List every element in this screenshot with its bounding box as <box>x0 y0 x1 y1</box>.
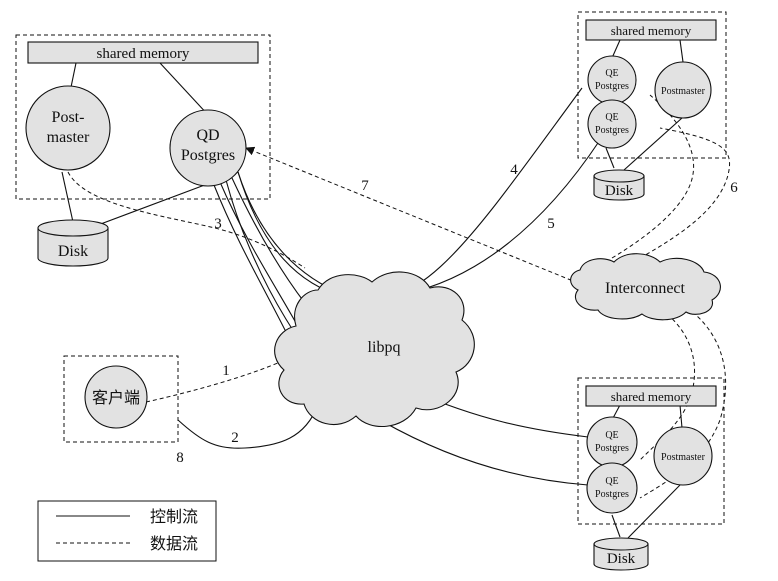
master-disk-label: Disk <box>58 243 88 260</box>
line-client-libpq <box>177 404 319 449</box>
master-section: shared memory Post- master QD Postgres D… <box>15 34 271 267</box>
segment-top-qe1-line2: Postgres <box>595 81 629 92</box>
line-qd-sharedmem <box>159 62 211 118</box>
segment-top-shared-memory-label: shared memory <box>611 23 692 38</box>
segment-bottom-qe1-node <box>586 416 638 468</box>
segment-top-qe2-node <box>587 99 637 149</box>
segment-bottom-boundary <box>577 377 725 525</box>
client-section: 客户端 <box>63 355 179 443</box>
master-shared-memory-bar <box>27 41 259 64</box>
step-label-6: 6 <box>730 180 738 196</box>
master-shared-memory-label: shared memory <box>97 46 190 62</box>
line-top-postmaster-disk <box>623 117 683 171</box>
segment-bottom-qe2-node <box>586 462 638 514</box>
segment-top-qe2-line2: Postgres <box>595 125 629 136</box>
libpq-cloud: libpq <box>274 271 475 428</box>
segment-top-shared-memory-bar <box>585 19 717 41</box>
line-qd-libpq-1 <box>219 181 301 331</box>
step-label-8: 8 <box>176 450 184 466</box>
client-node <box>84 365 148 429</box>
master-boundary <box>15 34 271 200</box>
segment-bottom-shared-memory-label: shared memory <box>611 389 692 404</box>
segment-top-qe1-line1: QE <box>605 68 618 79</box>
master-postmaster-label-line2: master <box>47 129 90 146</box>
segment-top-qe1-node <box>587 55 637 105</box>
segment-bottom: shared memory QE Postgres QE Postgres Po… <box>577 377 725 571</box>
segment-top-disk: Disk <box>593 169 645 201</box>
qd-label-line2: Postgres <box>181 147 235 164</box>
segment-bottom-postmaster-node <box>653 426 713 486</box>
qd-postgres-node <box>169 109 247 187</box>
line-postmaster-disk <box>61 171 74 223</box>
segment-bottom-disk: Disk <box>593 537 649 571</box>
line-interconnect-qd <box>245 146 579 284</box>
segment-top-postmaster-node <box>654 61 712 119</box>
segment-bottom-shared-memory-bar <box>585 385 717 407</box>
line-bottom-qe-disk <box>611 514 621 538</box>
line-top-qe-sharedmem <box>611 39 621 59</box>
master-disk: Disk <box>37 219 109 267</box>
legend-box <box>37 500 217 562</box>
legend-data-flow-label: 数据流 <box>150 535 198 553</box>
step-label-1: 1 <box>222 363 230 379</box>
line-qd-disk <box>89 182 211 229</box>
qd-label-line1: QD <box>196 127 219 144</box>
segment-bottom-qe1-line2: Postgres <box>595 443 629 454</box>
step-labels: 1 2 3 4 5 6 7 8 <box>176 162 738 466</box>
legend-control-flow-label: 控制流 <box>150 508 198 526</box>
segment-top-postmaster-label: Postmaster <box>661 86 706 97</box>
segment-bottom-qe2-line1: QE <box>605 476 618 487</box>
interconnect-cloud: Interconnect <box>570 253 721 321</box>
segment-bottom-disk-label: Disk <box>607 551 636 567</box>
line-bottom-postmaster-disk <box>627 484 681 539</box>
segment-bottom-qe1-line1: QE <box>605 430 618 441</box>
client-boundary <box>63 355 179 443</box>
master-postmaster-node <box>25 85 111 171</box>
step-label-4: 4 <box>510 162 518 178</box>
step-label-2: 2 <box>231 430 239 446</box>
line-interconnect-top-qe1 <box>611 94 695 259</box>
step-label-3: 3 <box>214 216 222 232</box>
step-label-5: 5 <box>547 216 555 232</box>
interconnect-label: Interconnect <box>605 280 686 297</box>
line-top-postmaster-sharedmem <box>679 39 684 63</box>
line-qd-top-qe1 <box>237 87 583 300</box>
segment-top-disk-label: Disk <box>605 183 634 199</box>
step-label-7: 7 <box>361 178 369 194</box>
segment-top-boundary <box>577 11 727 159</box>
line-qd-libpq-2 <box>213 184 291 341</box>
line-postmaster-libpq <box>67 171 306 269</box>
legend: 控制流 数据流 <box>37 500 217 562</box>
segment-top: shared memory QE Postgres QE Postgres Po… <box>577 11 727 201</box>
segment-bottom-postmaster-label: Postmaster <box>661 452 706 463</box>
segment-top-qe2-line1: QE <box>605 112 618 123</box>
libpq-label: libpq <box>368 339 401 356</box>
segment-bottom-qe2-line2: Postgres <box>595 489 629 500</box>
line-interconnect-top-qe2 <box>639 127 731 259</box>
client-label: 客户端 <box>92 389 140 407</box>
line-qd-top-qe2 <box>237 139 601 299</box>
master-postmaster-label-line1: Post- <box>52 109 85 126</box>
